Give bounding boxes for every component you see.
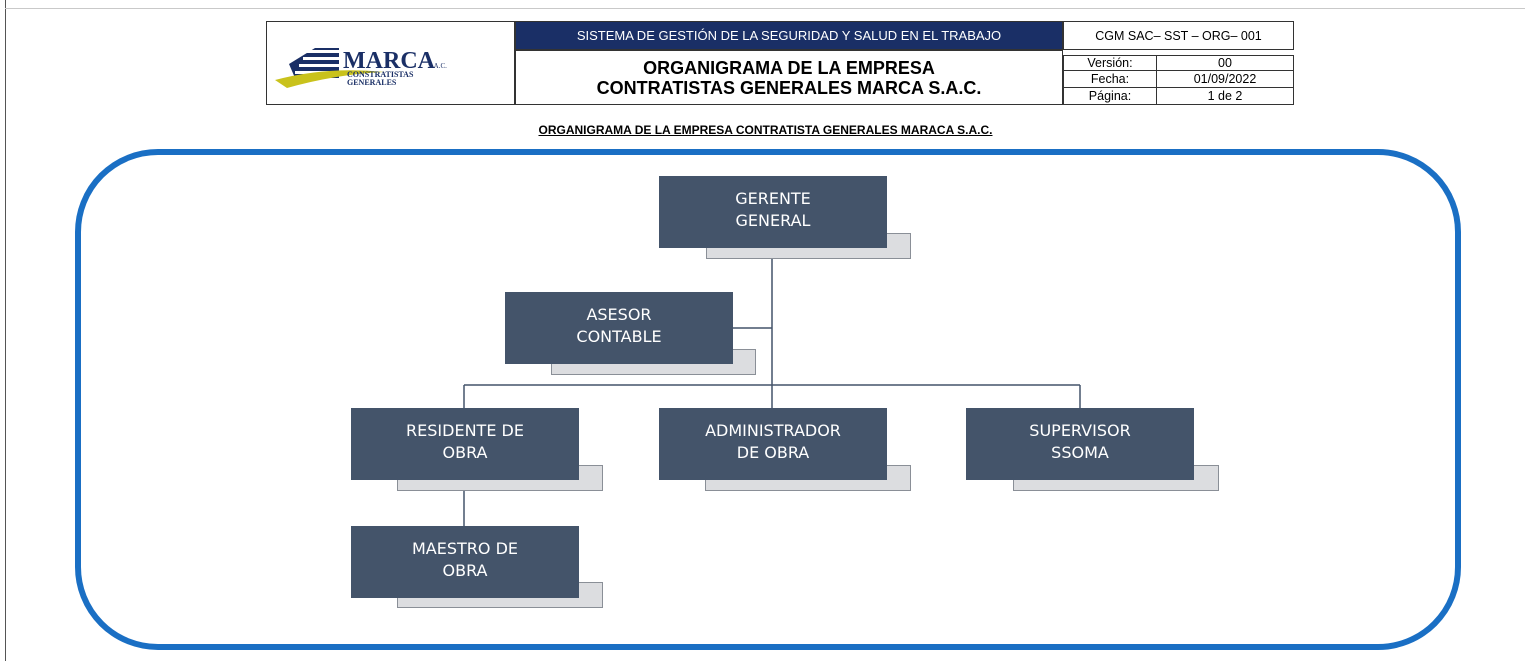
document-code: CGM SAC– SST – ORG– 001 <box>1063 21 1294 50</box>
system-title: SISTEMA DE GESTIÓN DE LA SEGURIDAD Y SAL… <box>515 21 1063 50</box>
logo-name: MARCA <box>343 48 436 74</box>
node-gerente-general: GERENTE GENERAL <box>659 176 887 248</box>
node-label-line: DE OBRA <box>736 443 810 462</box>
node-label-line: SSOMA <box>1051 443 1109 462</box>
node-label-line: SUPERVISOR <box>1029 421 1131 440</box>
org-chart-subtitle: ORGANIGRAMA DE LA EMPRESA CONTRATISTA GE… <box>538 123 993 137</box>
node-label-line: ADMINISTRADOR <box>705 421 841 440</box>
logo-tagline-2: GENERALES <box>347 78 397 87</box>
rounded-frame <box>75 149 1461 650</box>
node-asesor-contable: ASESOR CONTABLE <box>505 292 733 364</box>
marca-logo: MARCA S.A.C. CONSTRATISTAS GENERALES <box>275 48 447 88</box>
logo-suffix: S.A.C. <box>428 62 447 70</box>
node-label-line: ASESOR <box>586 305 652 324</box>
node-label-line: CONTABLE <box>576 327 662 346</box>
node-label-line: GERENTE <box>735 189 811 208</box>
node-supervisor-ssoma: SUPERVISOR SSOMA <box>966 408 1194 480</box>
document-title-line2: CONTRATISTAS GENERALES MARCA S.A.C. <box>596 77 982 98</box>
node-residente-de-obra: RESIDENTE DE OBRA <box>351 408 579 480</box>
page-top-line <box>5 8 1525 9</box>
document-title-line1: ORGANIGRAMA DE LA EMPRESA <box>643 57 935 78</box>
logo-tagline-1: CONSTRATISTAS <box>347 70 414 79</box>
node-label-line: RESIDENTE DE <box>406 421 524 440</box>
node-label-line: OBRA <box>442 561 488 580</box>
connector-lines <box>463 248 1081 526</box>
node-label-line: MAESTRO DE <box>411 539 518 558</box>
node-administrador-de-obra: ADMINISTRADOR DE OBRA <box>659 408 887 480</box>
node-maestro-de-obra: MAESTRO DE OBRA <box>351 526 579 598</box>
node-label-line: GENERAL <box>735 211 811 230</box>
logo-cell: MARCA S.A.C. CONSTRATISTAS GENERALES <box>266 21 515 105</box>
node-label-line: OBRA <box>442 443 488 462</box>
page-value: 1 de 2 <box>1156 87 1294 105</box>
page-margin-line <box>5 0 6 661</box>
document-title: ORGANIGRAMA DE LA EMPRESA CONTRATISTAS G… <box>515 50 1063 105</box>
